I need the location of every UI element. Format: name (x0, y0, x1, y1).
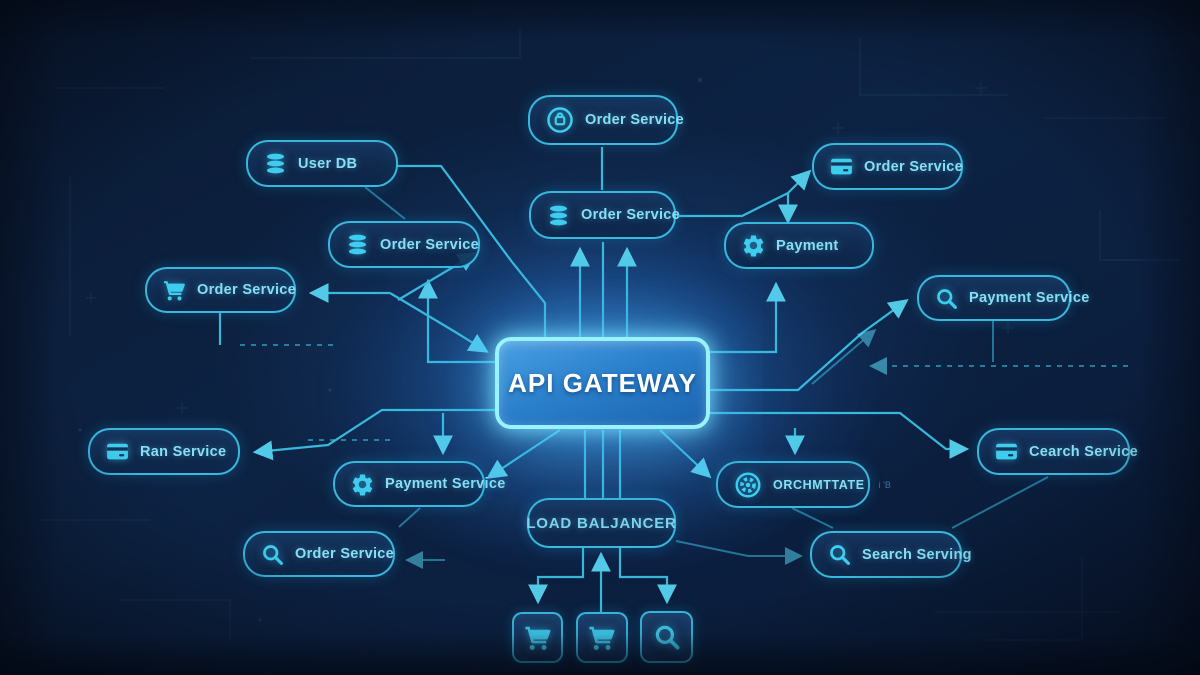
node-label: Order Service (864, 158, 964, 175)
gear-icon (741, 233, 766, 258)
load-balancer-label: LOAD BALJANCER (526, 514, 677, 532)
node-search-serving: Search Serving (810, 531, 971, 578)
node-orchestrate: ORCHMTTATE i 'B (716, 461, 891, 508)
cart-icon (589, 626, 615, 650)
bottom-tile-cart-2 (576, 612, 628, 663)
node-cearch-service: Cearch Service (977, 428, 1138, 475)
node-order-service-cart: Order Service (145, 267, 296, 313)
order-circle-icon (545, 105, 575, 135)
search-icon (934, 286, 959, 311)
node-label: Payment Service (969, 290, 1090, 306)
credit-card-icon (994, 439, 1019, 464)
node-label: Order Service (581, 207, 681, 223)
bottom-tile-cart-1 (512, 612, 563, 663)
node-order-service-card: Order Service (812, 143, 963, 190)
node-label: Payment Service (385, 476, 506, 492)
node-label-suffix: i 'B (878, 479, 891, 490)
api-gateway-label: API GATEWAY (508, 367, 697, 398)
gear-icon (350, 472, 375, 497)
node-payment-service-left: Payment Service (333, 461, 505, 507)
node-label: ORCHMTTATE (773, 477, 865, 492)
node-order-service-search: Order Service (243, 531, 395, 577)
node-payment-service-search: Payment Service (917, 275, 1089, 321)
database-icon (263, 151, 288, 176)
database-icon (546, 203, 571, 228)
gear-ring-icon (733, 470, 763, 500)
search-icon (260, 542, 285, 567)
node-label: Order Service (295, 546, 395, 562)
node-label: Cearch Service (1029, 443, 1138, 460)
credit-card-icon (105, 439, 130, 464)
node-order-service-top: Order Service (528, 95, 684, 145)
node-label: Order Service (585, 112, 685, 128)
node-label: Order Service (197, 282, 297, 298)
cart-icon (162, 278, 187, 303)
api-gateway-box: API GATEWAY (495, 337, 710, 429)
node-label: Ran Service (140, 443, 227, 460)
node-label: User DB (298, 155, 358, 172)
node-ran-service: Ran Service (88, 428, 240, 475)
search-icon (827, 542, 852, 567)
node-label: Search Serving (862, 546, 972, 563)
node-label: Order Service (380, 236, 480, 253)
credit-card-icon (829, 154, 854, 179)
search-icon (655, 625, 679, 650)
node-user-db: User DB (246, 140, 398, 187)
bottom-tile-search (640, 611, 693, 663)
node-payment: Payment (724, 222, 874, 269)
node-label: Payment (776, 237, 839, 254)
node-order-service-db-left: Order Service (328, 221, 480, 268)
node-order-service-db-upper: Order Service (529, 191, 680, 239)
node-load-balancer: LOAD BALJANCER (526, 498, 677, 548)
cart-icon (524, 626, 550, 650)
database-icon (345, 232, 370, 257)
